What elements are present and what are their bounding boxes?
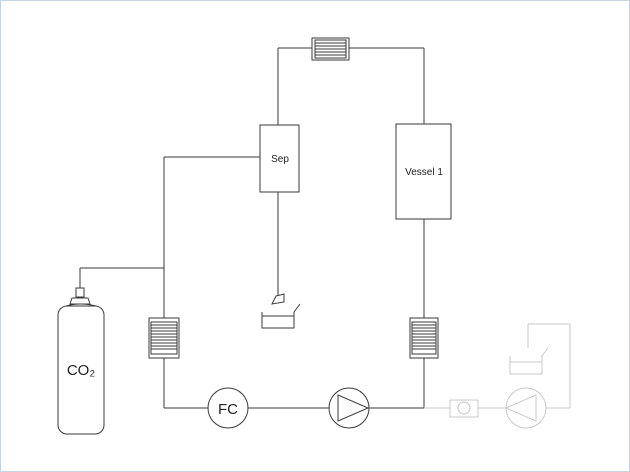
co2-cylinder: CO₂ <box>57 287 105 435</box>
pump-icon <box>328 387 370 429</box>
cosolvent-reservoir-icon <box>509 356 543 375</box>
right-heat-exchanger <box>409 317 439 359</box>
flow-controller: FC <box>207 387 249 429</box>
vessel-1: Vessel 1 <box>395 123 452 220</box>
separator-vessel: Sep <box>259 124 300 193</box>
separator-label: Sep <box>271 154 289 165</box>
vessel-label: Vessel 1 <box>405 167 443 178</box>
top-heat-exchanger <box>311 37 350 61</box>
cosolvent-pump-icon <box>505 387 547 429</box>
cosolvent-module <box>424 323 571 429</box>
flow-controller-label: FC <box>218 401 238 418</box>
co2-label: CO₂ <box>67 362 96 379</box>
left-heat-exchanger <box>148 317 180 359</box>
pipe-network <box>79 47 425 409</box>
collection-beaker-icon <box>261 293 301 329</box>
